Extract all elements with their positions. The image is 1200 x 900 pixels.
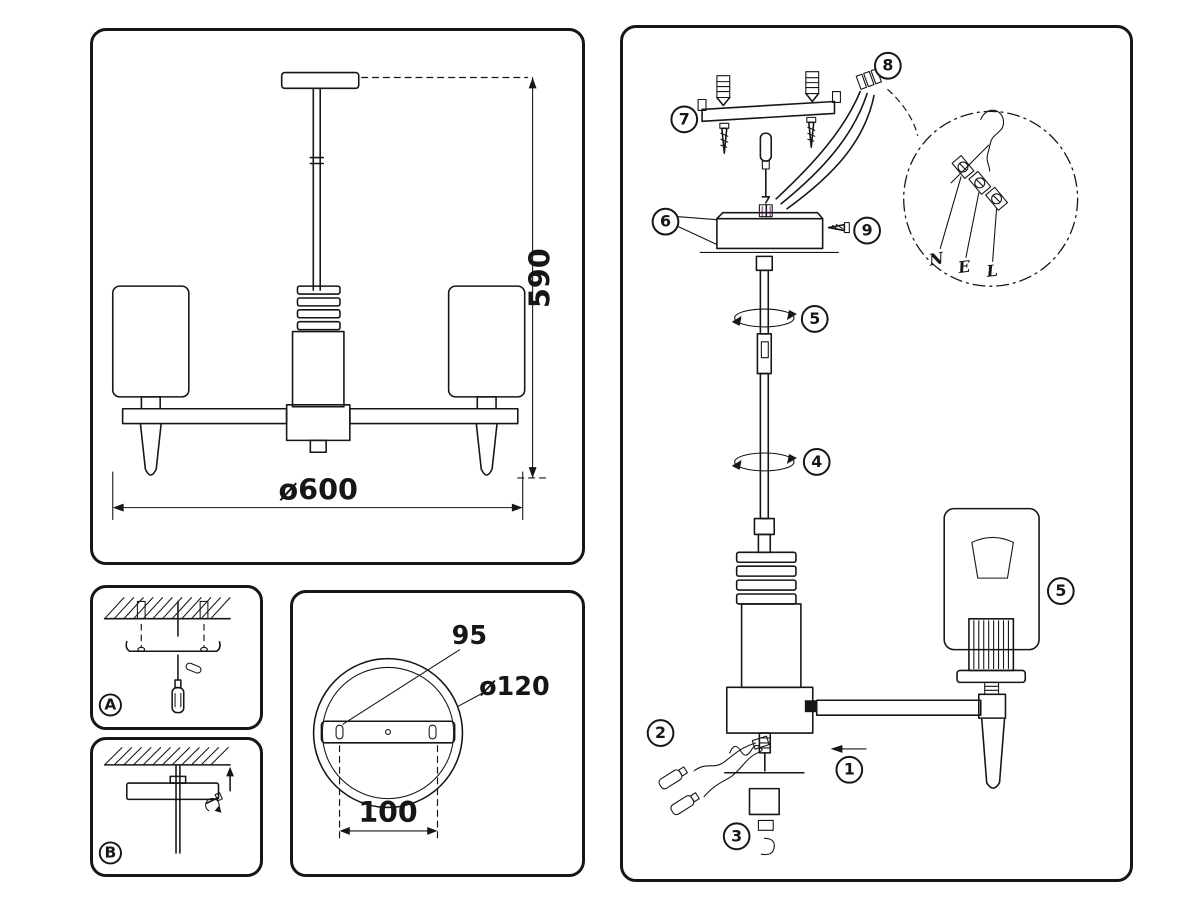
hole-spacing-label: 100 — [358, 796, 417, 829]
rotate-arrow-4 — [731, 452, 797, 472]
plate-drawing: 95 ø120 100 — [312, 621, 550, 841]
plate-bar — [320, 720, 456, 744]
shade-socket-assembly — [943, 507, 1040, 789]
dimensions-front-view-panel: 590 ø600 — [90, 28, 585, 565]
callout-5-shade: 5 — [1046, 577, 1075, 605]
canopy-assembly — [677, 132, 839, 253]
step-a-label: A — [104, 696, 116, 714]
push-up-arrow — [226, 766, 234, 792]
bottom-finial-stack — [724, 732, 805, 856]
callout-8: 8 — [874, 51, 902, 80]
svg-text:9: 9 — [862, 221, 873, 240]
diameter-dimension: ø600 — [112, 471, 524, 521]
svg-text:5: 5 — [1055, 581, 1066, 600]
callout-1: 1 — [835, 755, 864, 784]
outer-diameter-dimension: ø120 — [457, 672, 550, 708]
ceiling-hatch — [103, 597, 231, 620]
mounting-bracket — [125, 623, 221, 674]
rotate-arrow-5 — [731, 308, 797, 328]
svg-text:4: 4 — [811, 452, 822, 471]
svg-text:1: 1 — [844, 760, 855, 779]
wall-anchors — [136, 600, 209, 637]
chandelier-front-view — [111, 71, 526, 476]
step-b-label: B — [104, 844, 116, 862]
insert-arrow — [830, 744, 867, 753]
svg-text:7: 7 — [679, 109, 690, 128]
svg-text:8: 8 — [882, 56, 893, 75]
step-a-badge: A — [98, 693, 122, 717]
svg-text:5: 5 — [809, 309, 820, 328]
locking-screw — [205, 792, 223, 813]
ceiling-hatch — [103, 747, 231, 766]
step-b-badge: B — [98, 841, 122, 865]
svg-text:2: 2 — [655, 723, 666, 742]
mount-step-b-panel: B — [90, 737, 263, 877]
callout-4: 4 — [802, 448, 831, 476]
svg-text:6: 6 — [660, 212, 671, 231]
step-b-drawing: B — [98, 747, 234, 865]
callout-7: 7 — [670, 105, 699, 134]
step-a-drawing: A — [98, 597, 231, 717]
front-view-drawing: 590 ø600 — [111, 71, 556, 521]
rod-assembly — [753, 255, 776, 554]
terminal-detail: N E L — [903, 109, 1079, 287]
plate-circles — [312, 657, 464, 809]
center-body — [725, 551, 982, 734]
callout-6: 6 — [651, 207, 680, 236]
screwdriver-icon — [171, 654, 185, 714]
callout-2: 2 — [646, 719, 675, 747]
outer-diameter-label: ø120 — [479, 672, 550, 702]
slot-dimension-label: 95 — [452, 621, 487, 651]
callout-9: 9 — [853, 216, 881, 245]
terminal-l-label: L — [985, 261, 999, 281]
mounting-bracket-assembly — [697, 71, 841, 154]
callout-3: 3 — [722, 822, 751, 851]
lamp-wires — [658, 735, 770, 816]
diameter-dimension-label: ø600 — [278, 473, 357, 507]
terminal-n-label: N — [927, 248, 946, 270]
rod-and-canopy — [126, 764, 220, 854]
mount-step-a-panel: A — [90, 585, 263, 730]
assembly-exploded-panel: 7 8 — [620, 25, 1133, 882]
assembly-drawing: 7 8 — [646, 51, 1079, 856]
mount-plate-panel: 95 ø120 100 — [290, 590, 585, 877]
svg-text:3: 3 — [731, 826, 742, 845]
height-dimension-label: 590 — [522, 248, 556, 308]
terminal-e-label: E — [956, 256, 972, 277]
slot-dimension: 95 — [342, 621, 487, 725]
hole-spacing-dimension: 100 — [338, 745, 439, 841]
height-dimension: 590 — [361, 76, 556, 479]
canopy-screw — [827, 222, 850, 234]
mains-wires — [775, 68, 919, 210]
callout-5: 5 — [800, 305, 829, 333]
